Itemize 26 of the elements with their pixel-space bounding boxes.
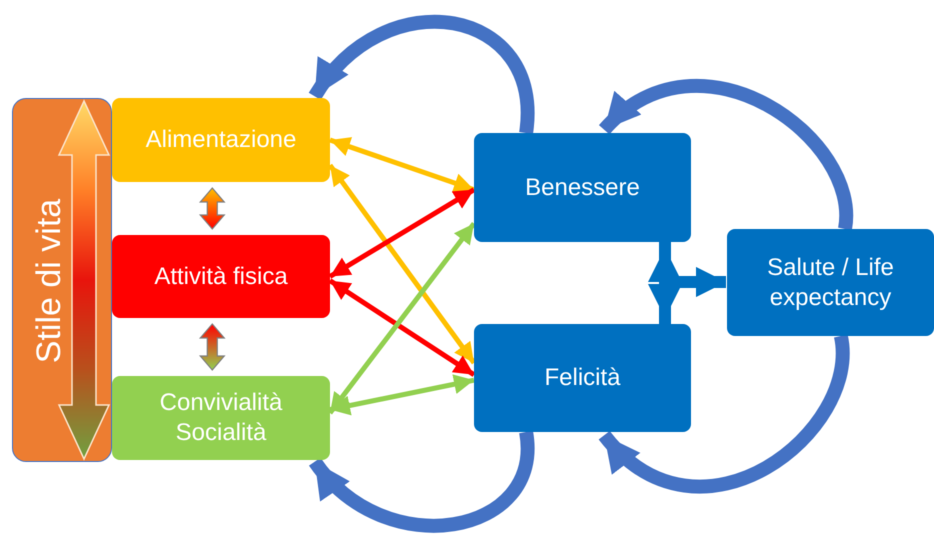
arrow bbox=[328, 222, 476, 414]
curved-arrow bbox=[599, 336, 850, 493]
outcome-box bbox=[474, 133, 691, 242]
arrow bbox=[329, 137, 475, 193]
node-label: Salute / Life expectancy bbox=[766, 252, 895, 312]
category-box bbox=[112, 376, 330, 460]
arrow bbox=[328, 188, 476, 279]
double-arrow bbox=[198, 323, 226, 371]
curved-arrow bbox=[309, 432, 534, 533]
node-label: Stile di vita bbox=[28, 198, 69, 366]
node-label: Benessere bbox=[524, 172, 641, 202]
outcome-box bbox=[727, 229, 934, 336]
node-label: Attività fisica bbox=[153, 262, 289, 292]
lifestyle-band bbox=[12, 98, 112, 462]
arrow bbox=[328, 278, 476, 377]
curved-arrow bbox=[309, 14, 534, 134]
outcome-box bbox=[474, 324, 691, 432]
arrow bbox=[330, 374, 474, 416]
node-label: Convivialità Socialità bbox=[158, 388, 284, 448]
category-box bbox=[112, 98, 330, 182]
arrow bbox=[328, 164, 476, 364]
double-arrow bbox=[198, 187, 226, 230]
category-box bbox=[112, 235, 330, 318]
node-label: Alimentazione bbox=[144, 125, 298, 155]
node-label: Felicità bbox=[543, 363, 622, 393]
curved-arrow bbox=[600, 79, 853, 230]
